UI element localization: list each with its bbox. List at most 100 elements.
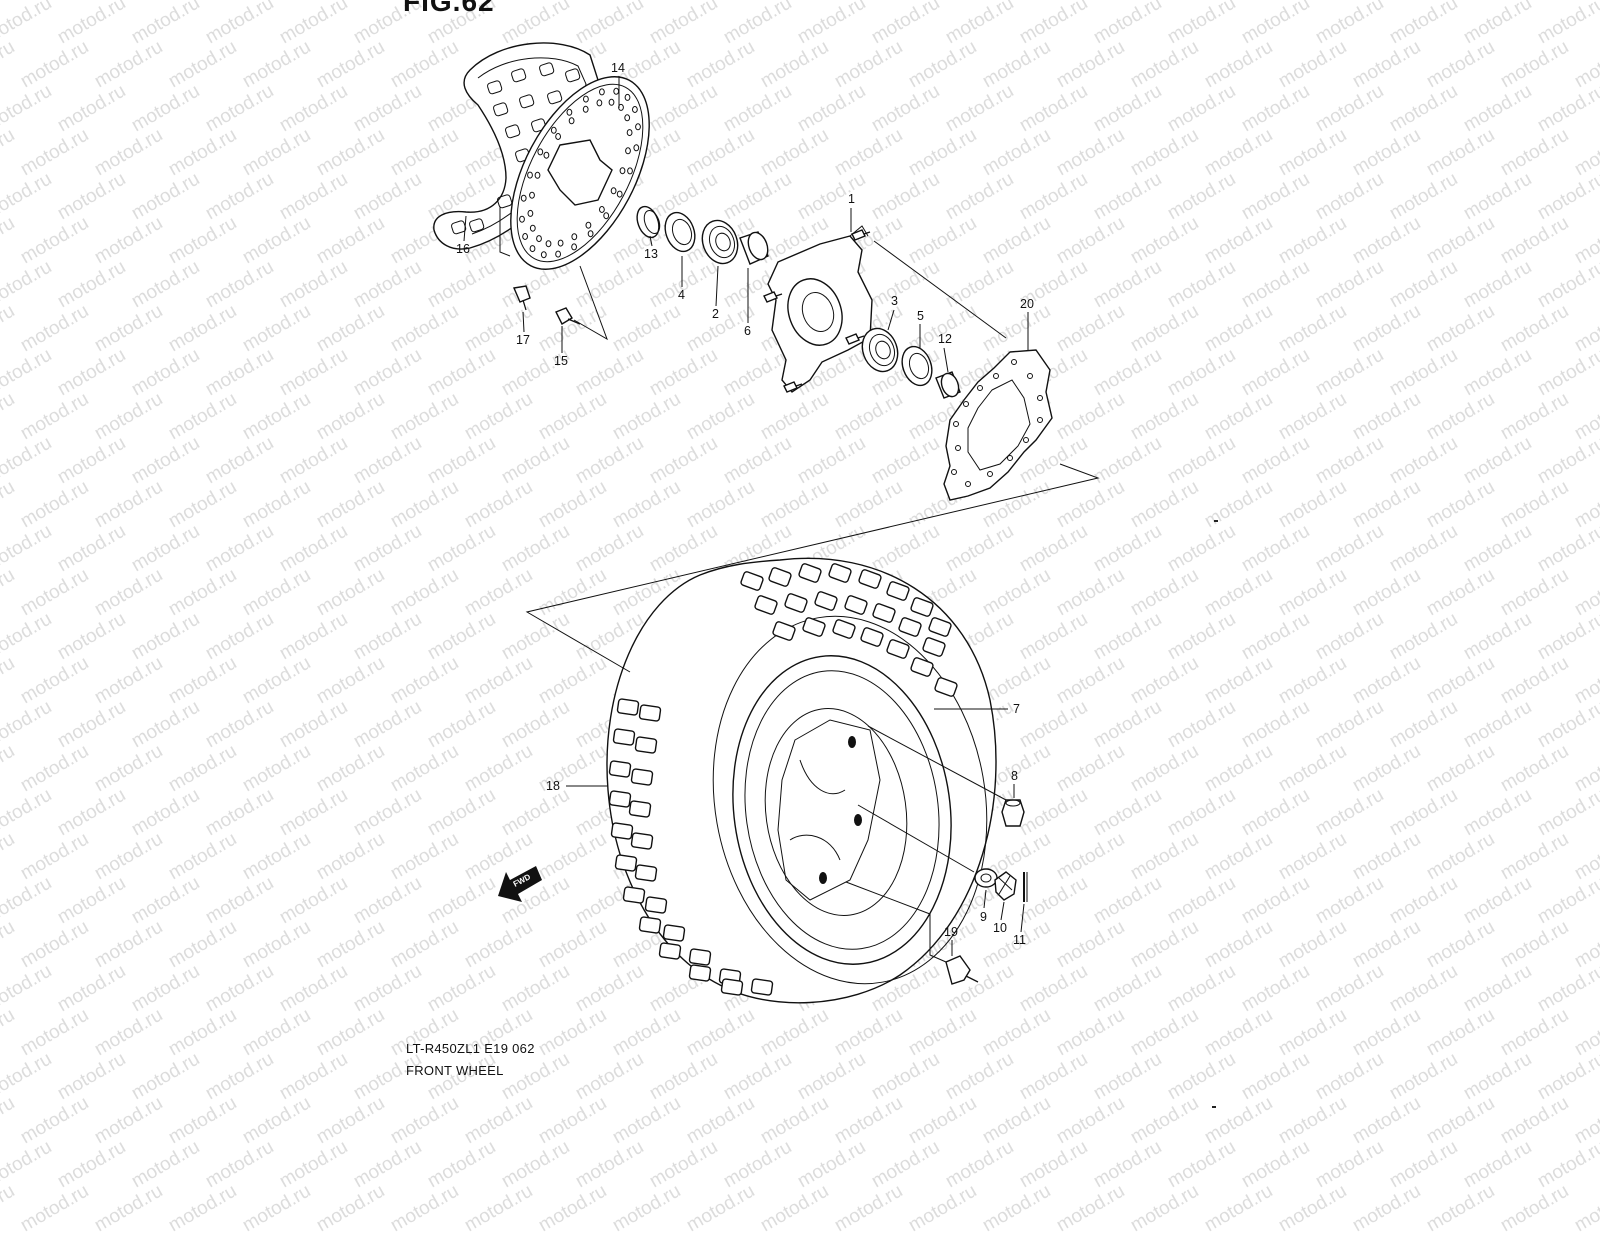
disc-vent-hole <box>557 239 564 247</box>
disc-vent-hole <box>534 171 541 179</box>
tread-block <box>910 597 934 617</box>
tread-block <box>616 698 640 716</box>
cover-cutout <box>547 90 563 105</box>
callout-1: 1 <box>848 192 855 206</box>
tread-block <box>614 854 638 872</box>
disc-vent-hole <box>519 215 525 223</box>
tread-block <box>784 593 808 613</box>
callout-leader-9 <box>983 889 987 909</box>
tread-block <box>886 639 910 659</box>
cover-cutout <box>531 118 547 133</box>
disc-vent-hole <box>568 117 575 125</box>
hub-cover-plate-part <box>943 349 1053 501</box>
tread-block <box>622 886 646 904</box>
tread-block <box>886 581 910 601</box>
callout-13: 13 <box>644 247 658 261</box>
tread-block <box>720 978 744 996</box>
disc-vent-hole <box>571 243 577 251</box>
spacer-6-part <box>739 231 769 265</box>
tread-block <box>610 822 634 840</box>
oil-seal-4-part <box>664 211 696 253</box>
fwd-arrow: FWD <box>498 866 542 902</box>
tread-block <box>630 832 654 850</box>
section-name-caption: FRONT WHEEL <box>406 1063 504 1078</box>
crop-tick <box>1212 1106 1216 1108</box>
cover-cutout <box>519 94 535 109</box>
cover-cutout <box>511 68 527 83</box>
disc-vent-hole <box>520 194 527 202</box>
washer-part <box>974 868 998 888</box>
tread-block <box>898 617 922 637</box>
callout-16: 16 <box>456 242 470 256</box>
callout-leader-13 <box>649 235 653 247</box>
callout-3: 3 <box>891 294 898 308</box>
tread-block <box>798 563 822 583</box>
tread-block <box>688 964 712 982</box>
callout-8: 8 <box>1011 769 1018 783</box>
disc-vent-hole <box>632 106 638 113</box>
cover-cutout <box>539 62 555 77</box>
disc-vent-hole <box>633 144 640 152</box>
plate-hole <box>1027 373 1033 379</box>
tread-block <box>630 768 654 786</box>
disc-vent-hole <box>635 123 641 131</box>
disc-vent-hole <box>550 126 557 134</box>
callout-leader-12 <box>943 347 949 373</box>
disc-vent-hole <box>583 95 589 103</box>
plate-hole <box>955 445 961 451</box>
tread-block <box>634 864 658 882</box>
plate-hole <box>1007 455 1013 461</box>
hub-stud <box>845 333 860 345</box>
plate-hole <box>987 471 993 477</box>
disc-vent-hole <box>610 187 617 195</box>
tread-block <box>644 896 668 914</box>
callout-leader-17 <box>522 311 525 333</box>
tread-block <box>740 571 764 591</box>
tread-block <box>750 978 774 996</box>
tread-block <box>768 567 792 587</box>
hub-stud-thread <box>863 231 871 235</box>
air-valve-part <box>945 955 979 985</box>
hub-stud <box>783 381 798 393</box>
plate-hole <box>1037 417 1043 423</box>
disc-vent-hole <box>582 105 589 113</box>
tread-block <box>754 595 778 615</box>
disc-vent-hole <box>527 209 534 217</box>
tread-block <box>658 942 682 960</box>
tread-block <box>872 603 896 623</box>
tread-block <box>802 617 826 637</box>
tread-block <box>934 677 958 697</box>
callout-15: 15 <box>554 354 568 368</box>
plate-hole <box>953 421 959 427</box>
collar-part <box>636 205 661 239</box>
disc-vent-hole <box>599 206 605 213</box>
hub-stud-thread <box>775 293 783 297</box>
callout-11: 11 <box>1013 933 1026 947</box>
callout-4: 4 <box>678 288 685 302</box>
disc-vent-hole <box>587 230 594 238</box>
callout-19: 19 <box>944 925 958 939</box>
tread-block <box>634 736 658 754</box>
disc-vent-hole <box>571 233 578 241</box>
bearing-3-part <box>861 327 899 373</box>
disc-vent-hole <box>555 250 561 258</box>
hub-part <box>763 225 873 393</box>
tread-block <box>832 619 856 639</box>
spacer-12-part <box>935 371 961 399</box>
cover-cutout <box>565 68 581 83</box>
tread-block <box>910 657 934 677</box>
hub-stud-thread <box>795 383 803 387</box>
disc-vent-hole <box>585 221 592 229</box>
callout-6: 6 <box>744 324 751 338</box>
disc-vent-hole <box>619 167 626 175</box>
assembly-lines <box>499 207 1100 963</box>
cover-cutout <box>469 218 485 233</box>
crop-tick <box>1214 520 1218 522</box>
tread-block <box>814 591 838 611</box>
disc-vent-hole <box>529 245 536 253</box>
plate-hole <box>977 385 983 391</box>
tread-block <box>828 563 852 583</box>
tread-block <box>688 948 712 966</box>
